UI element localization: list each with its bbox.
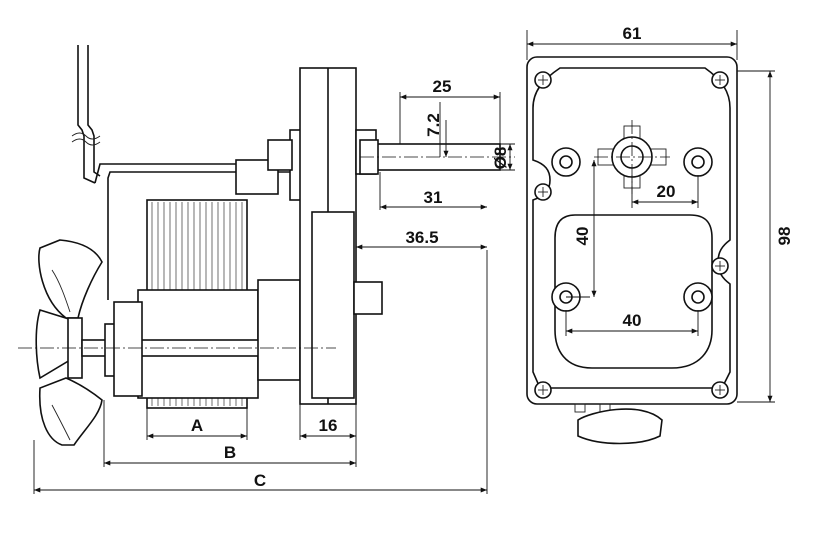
- dim-flange-label: 16: [319, 416, 338, 435]
- dim-shaft-offset-label: 7.2: [424, 113, 443, 137]
- front-dimension-lines: [527, 41, 773, 402]
- dim-b-label: B: [224, 443, 236, 462]
- extension-lines: [33, 92, 515, 494]
- screw-icon: [534, 381, 552, 399]
- front-inner-window: [554, 214, 713, 369]
- dim-width-label: 61: [623, 24, 642, 43]
- mounting-holes: [551, 147, 713, 312]
- screw-icon: [534, 71, 552, 89]
- dim-31-label: 31: [424, 188, 443, 207]
- dim-20-label: 20: [657, 182, 676, 201]
- mounting-hole: [683, 147, 713, 177]
- dimension-lines: [34, 94, 513, 493]
- screw-icon: [711, 257, 729, 275]
- coil-body: [137, 199, 259, 409]
- dim-a-label: A: [191, 416, 203, 435]
- dim-36-5-label: 36.5: [405, 228, 438, 247]
- dim-height-label: 98: [775, 227, 794, 246]
- dim-40-horizontal-label: 40: [623, 311, 642, 330]
- dim-40-vertical-label: 40: [573, 227, 592, 246]
- lead-wire: [71, 45, 101, 184]
- dim-c-label: C: [254, 471, 266, 490]
- bottom-tab: [574, 403, 663, 445]
- front-view: 61 98 20 40 40: [526, 24, 794, 445]
- screw-icon: [534, 183, 552, 201]
- dim-shaft-diameter-label: Ø8: [491, 147, 510, 170]
- dim-shaft-length-label: 25: [433, 77, 452, 96]
- mounting-hole: [683, 282, 713, 312]
- front-housing-outer: [526, 56, 738, 405]
- mounting-hole: [551, 147, 581, 177]
- side-view: A B C 16 25 7.2 Ø8 31 36.5: [18, 45, 515, 494]
- screw-icon: [711, 71, 729, 89]
- screw-icon: [711, 381, 729, 399]
- corner-screws: [534, 71, 729, 399]
